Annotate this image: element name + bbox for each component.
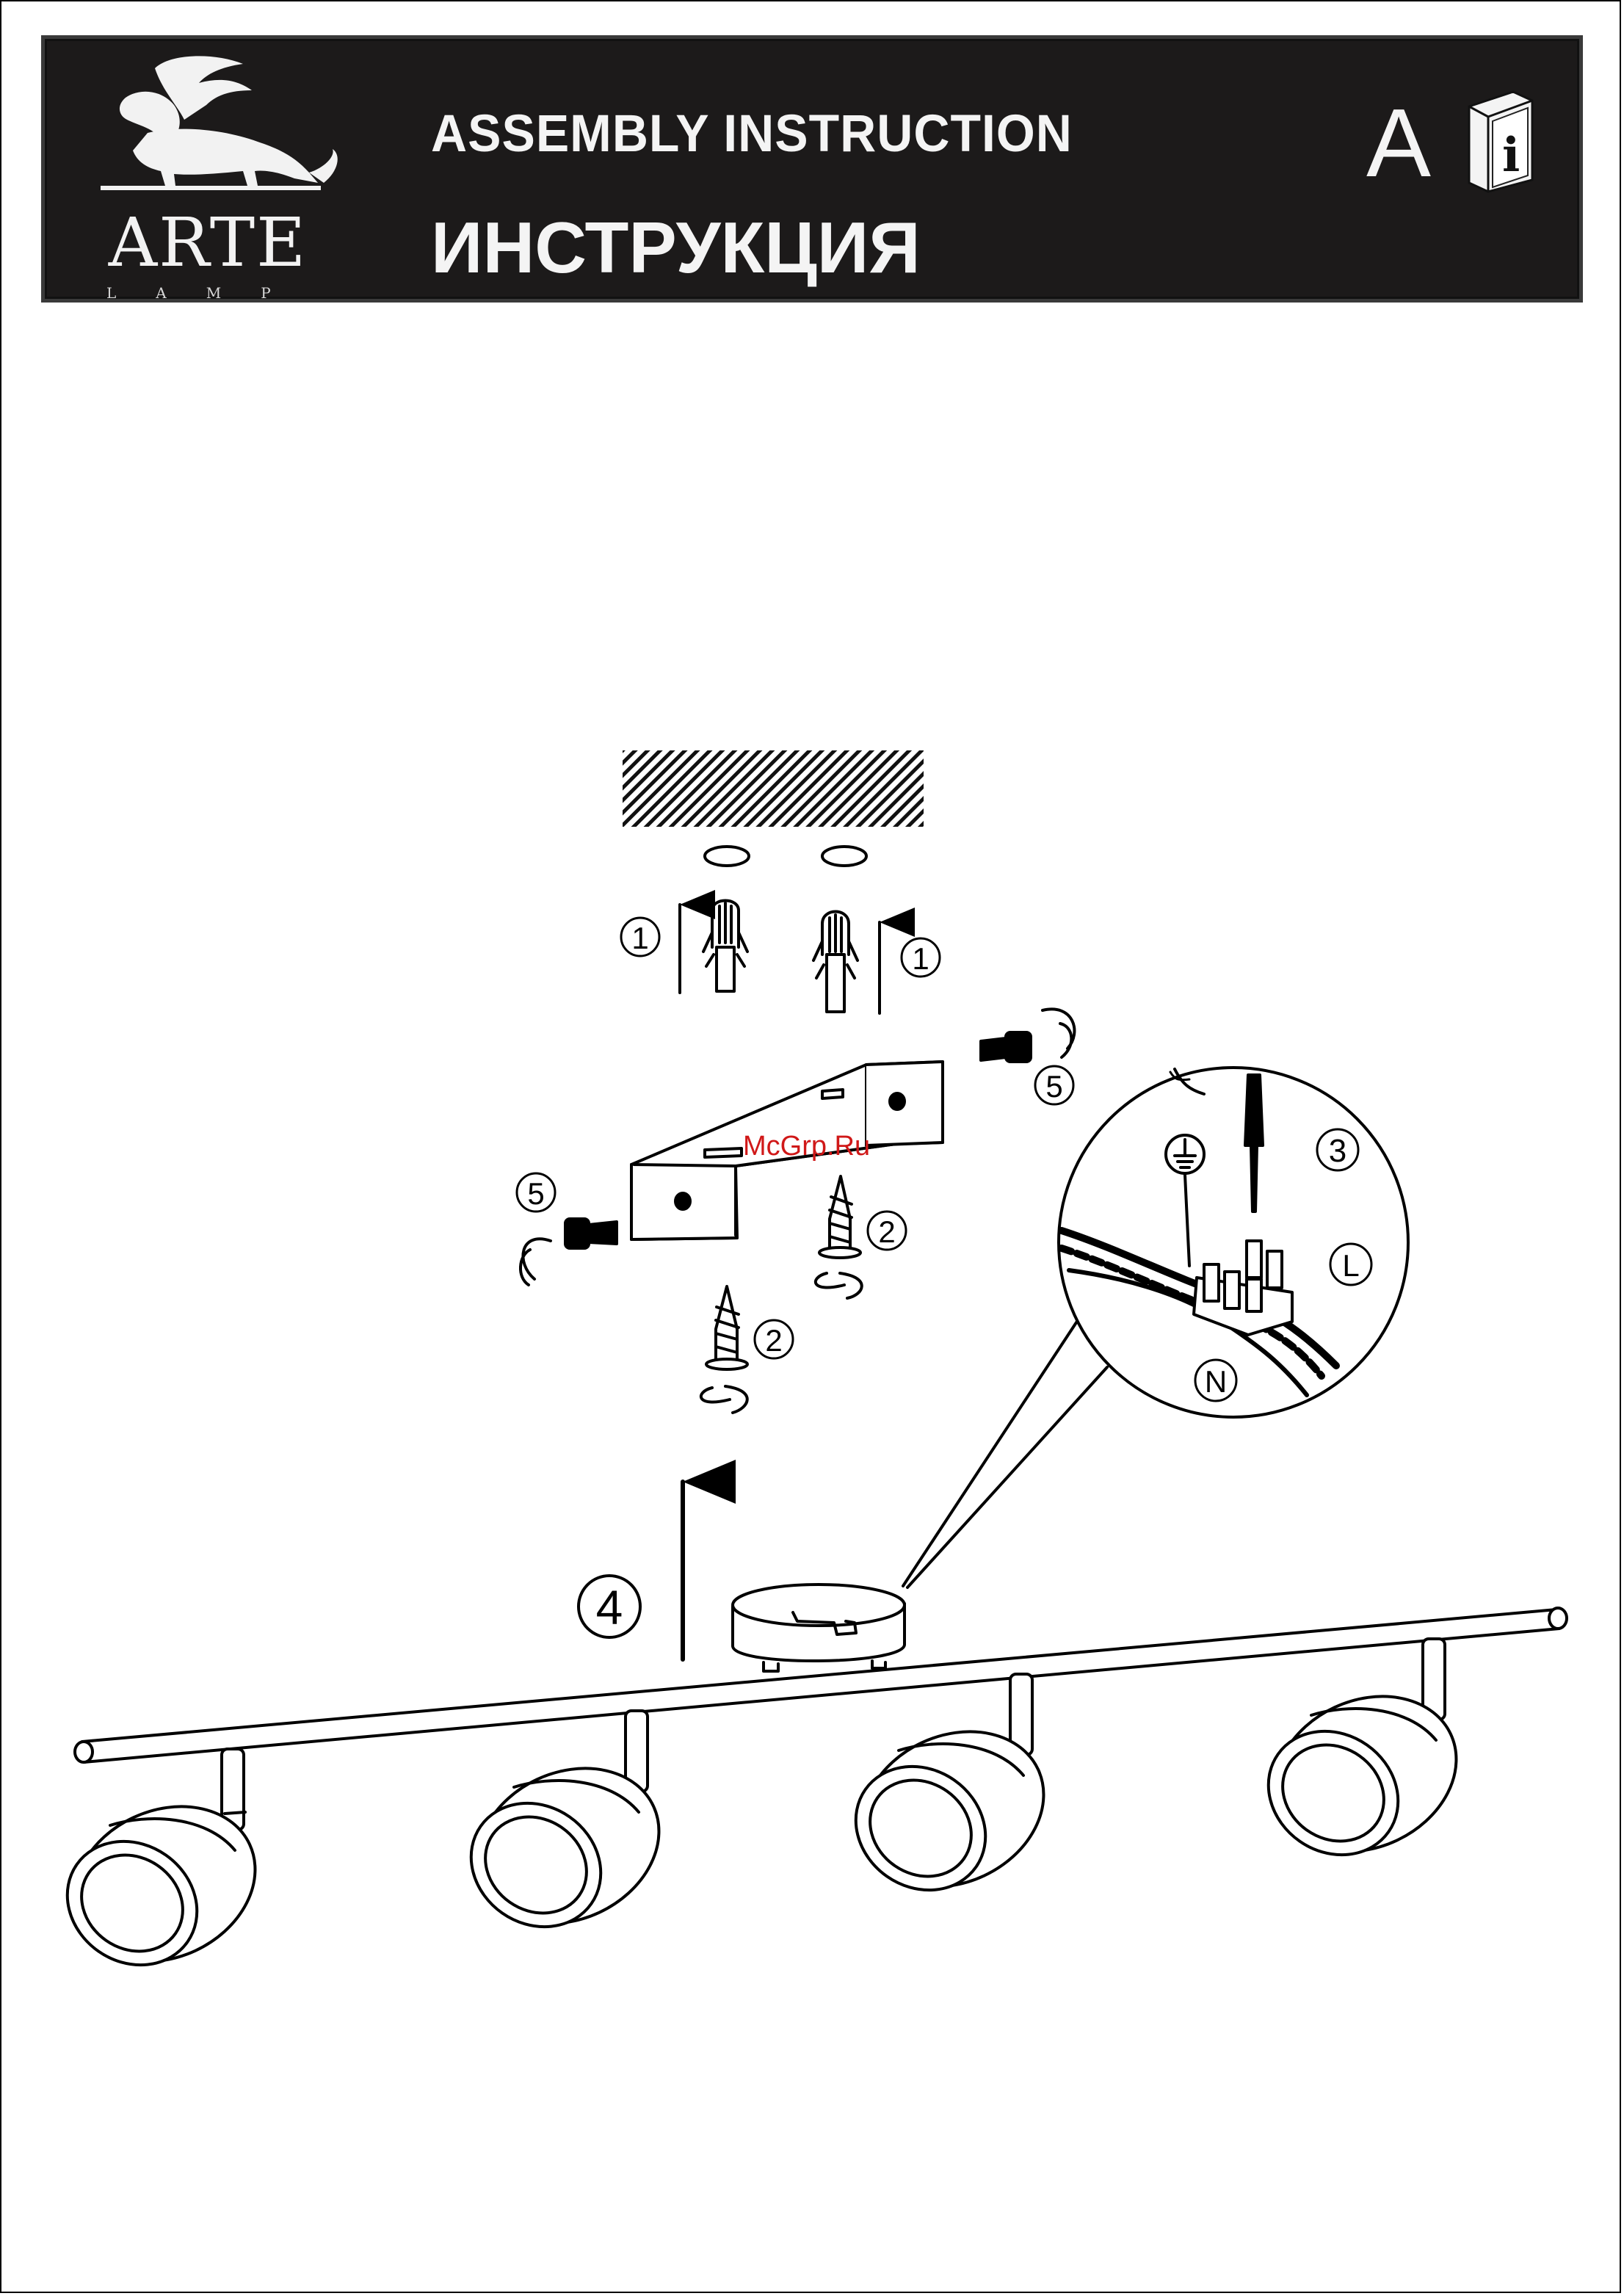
ceiling-cup: [733, 1585, 905, 1671]
step-label-1-left: 1: [631, 921, 648, 955]
wire-label-l: L: [1342, 1248, 1359, 1283]
wiring-detail-circle: [1059, 1068, 1408, 1417]
spotlight-3: [832, 1674, 1070, 1916]
spotlight-1: [43, 1749, 281, 1991]
step-label-3: 3: [1329, 1133, 1346, 1169]
step-label-2-upper: 2: [878, 1214, 895, 1249]
wall-plug-right: [813, 912, 858, 1013]
step-label-5-right: 5: [1045, 1069, 1062, 1104]
watermark: McGrp.Ru: [743, 1131, 870, 1162]
spotlight-2: [447, 1711, 685, 1952]
spotlight-4: [1244, 1639, 1482, 1880]
wire-label-n: N: [1205, 1364, 1227, 1399]
bolt-left: [521, 1219, 617, 1285]
wall-plug-left: [703, 901, 747, 992]
bolt-right: [981, 1009, 1074, 1062]
drill-hole-right: [822, 847, 866, 866]
step-label-4: 4: [596, 1580, 623, 1634]
magnifier-line-upper: [903, 1316, 1081, 1586]
wood-screw-upper: [816, 1176, 862, 1298]
ceiling-hatch: [623, 750, 924, 827]
step-label-5-left: 5: [527, 1176, 544, 1211]
magnifier-line-lower: [907, 1367, 1107, 1587]
step-label-1-right: 1: [912, 941, 929, 976]
wood-screw-lower: [701, 1286, 747, 1413]
step-label-2-lower: 2: [765, 1323, 782, 1358]
drill-hole-left: [705, 847, 749, 866]
